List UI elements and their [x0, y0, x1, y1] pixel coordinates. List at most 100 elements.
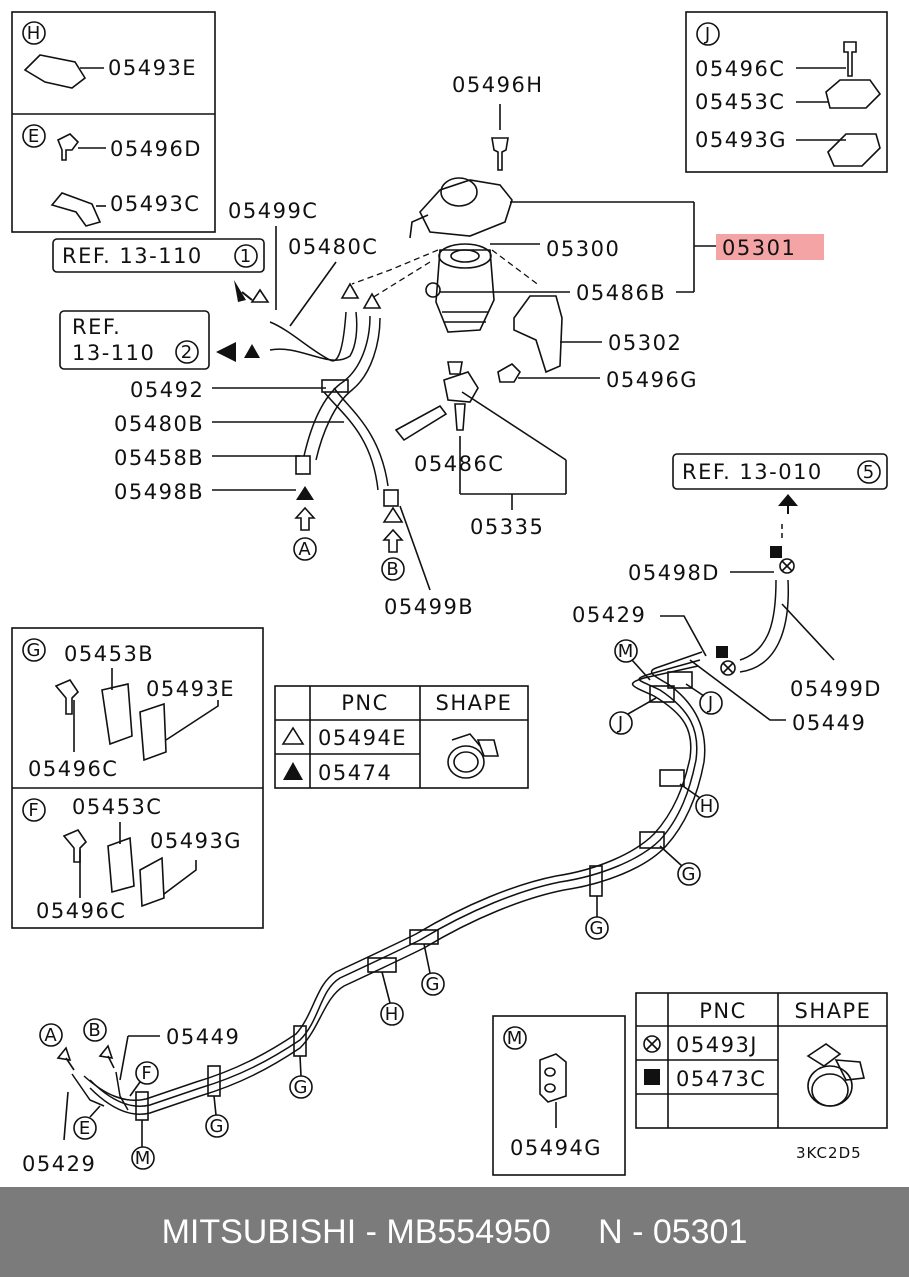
callout-j-right: J: [707, 693, 714, 714]
box-m-letter: M: [507, 1028, 524, 1049]
diagram-code: 3KC2D5: [796, 1144, 862, 1162]
label-05492: 05492: [130, 378, 204, 402]
label-05449-bottom: 05449: [166, 1025, 240, 1049]
arrow-to-ref2-icon: [216, 342, 236, 362]
detail-box-j: J 05496C 05453C 05493G: [685, 11, 888, 173]
detail-box-m: M 05494G: [492, 1015, 626, 1176]
label-05496c-f: 05496C: [36, 899, 126, 923]
label-05429-bottom: 05429: [22, 1152, 96, 1176]
callout-m-bottom: M: [135, 1148, 152, 1169]
legend-table-2: PNC SHAPE 05493J 05473C: [635, 992, 888, 1129]
bottom-left-fittings: A B 05449 F E M 05429: [22, 1018, 240, 1176]
detail-box-h-e: H 05493E E 05496D 05493C: [11, 11, 216, 233]
label-05449-right: 05449: [792, 711, 866, 735]
arrow-to-ref5-icon: [778, 494, 798, 506]
priming-pump-icon: [443, 371, 479, 403]
filled-triangle-marker-icon: [296, 486, 314, 500]
callout-b-bottom: B: [88, 1020, 101, 1041]
clip-h2-icon: [659, 769, 685, 787]
band-clamp-shape-icon: [806, 1043, 865, 1107]
callout-b-top: B: [386, 559, 399, 580]
clip-05493g-f-icon: [139, 856, 165, 908]
bolt-05496h-icon: [491, 137, 509, 171]
label-05480b: 05480B: [114, 412, 204, 436]
filled-triangle-icon: [283, 762, 303, 780]
label-05496d: 05496D: [110, 137, 202, 161]
label-05300: 05300: [546, 237, 620, 261]
label-05429-top: 05429: [572, 603, 646, 627]
filled-square-icon: [644, 1069, 660, 1085]
fuel-filter-assembly: 05496H 05301 05300 05486B 05302 05496G: [351, 73, 824, 539]
bolt-05496c-f-icon: [62, 829, 88, 863]
callout-g-center: G: [426, 974, 441, 995]
label-05486c: 05486C: [414, 452, 504, 476]
bracket-05453c-f-icon: [107, 836, 135, 894]
clamp-05492-icon: [321, 379, 349, 393]
label-05453b: 05453B: [64, 642, 154, 666]
callout-g-bottom: G: [210, 1116, 225, 1137]
open-triangle-icon: [281, 726, 305, 745]
table2-header-pnc: PNC: [699, 999, 747, 1023]
arrow-up-b-icon: [382, 528, 404, 553]
label-05301: 05301: [722, 236, 796, 260]
label-05453c-j: 05453C: [695, 90, 785, 114]
clip-05493g-icon: [827, 133, 881, 167]
callout-g-lower: G: [294, 1077, 309, 1098]
table1-header-shape: SHAPE: [436, 691, 513, 715]
clip-j1-icon: [649, 685, 675, 703]
bracket-05493c-icon: [50, 192, 102, 227]
arrow-b-bottom-icon: [98, 1044, 114, 1060]
footer-caption: MITSUBISHI - MB554950 N - 05301: [161, 1212, 748, 1251]
label-05493e-h: 05493E: [108, 56, 197, 80]
bracket-05453b-icon: [101, 683, 133, 746]
ref5-number: 5: [863, 462, 875, 483]
ref-13-010-5: REF. 13-010: [682, 460, 823, 484]
callout-a-bottom: A: [44, 1025, 57, 1046]
clip-h1-icon: [367, 957, 397, 973]
ref-2-line2: 13-110: [72, 341, 155, 365]
ref1-number: 1: [240, 246, 252, 267]
label-05499d: 05499D: [790, 677, 882, 701]
callout-m-top: M: [618, 641, 635, 662]
cross-circle-marker-icon: [779, 558, 795, 574]
callout-h-center: H: [385, 1004, 400, 1025]
box-h-letter: H: [27, 23, 42, 44]
label-05498b: 05498B: [114, 480, 204, 504]
table1-row2-pnc: 05474: [318, 761, 392, 785]
arrow-a-bottom-icon: [56, 1046, 72, 1062]
callout-g-right: G: [682, 864, 697, 885]
label-05496g: 05496G: [606, 368, 698, 392]
table2-row1-pnc: 05493J: [676, 1033, 758, 1057]
label-05486b: 05486B: [576, 281, 666, 305]
ref-13-110-1: REF. 13-110: [62, 244, 203, 268]
label-05499b: 05499B: [384, 595, 474, 619]
bolt-05496g-icon: [497, 363, 522, 383]
right-hoses: 05498D 05499D 05429 05449: [572, 546, 882, 735]
label-05496c-j: 05496C: [695, 57, 785, 81]
callout-g-mid: G: [590, 918, 605, 939]
fuel-line-route: M J J H G G G H G G: [83, 639, 723, 1138]
label-05493e-g: 05493E: [146, 677, 235, 701]
cross-circle-icon: [643, 1035, 661, 1053]
arrow-up-a-icon: [294, 506, 316, 531]
bracket-05302-icon: [513, 295, 563, 374]
clip-05493e-g-icon: [139, 702, 167, 762]
filter-element-icon: [435, 249, 495, 333]
label-05302: 05302: [608, 331, 682, 355]
bolt-05496c-icon: [843, 41, 857, 77]
legend-table-1: PNC SHAPE 05494E 05474: [274, 685, 529, 789]
parts-diagram: H 05493E E 05496D 05493C J 05496C 05453C…: [11, 11, 888, 1176]
callout-h-right: H: [700, 796, 715, 817]
highlight-05301: [716, 234, 824, 260]
label-05335: 05335: [470, 515, 544, 539]
clip-g5-icon: [639, 831, 665, 849]
box-e-letter: E: [28, 126, 40, 147]
label-05458b: 05458B: [114, 446, 204, 470]
table1-row1-pnc: 05494E: [318, 726, 407, 750]
bracket-05453c-icon: [825, 79, 882, 109]
table1-header-pnc: PNC: [341, 691, 389, 715]
clip-05494g-icon: [539, 1053, 567, 1103]
label-05493g-f: 05493G: [150, 829, 242, 853]
box-g-letter: G: [27, 640, 42, 661]
label-05498d: 05498D: [628, 561, 720, 585]
